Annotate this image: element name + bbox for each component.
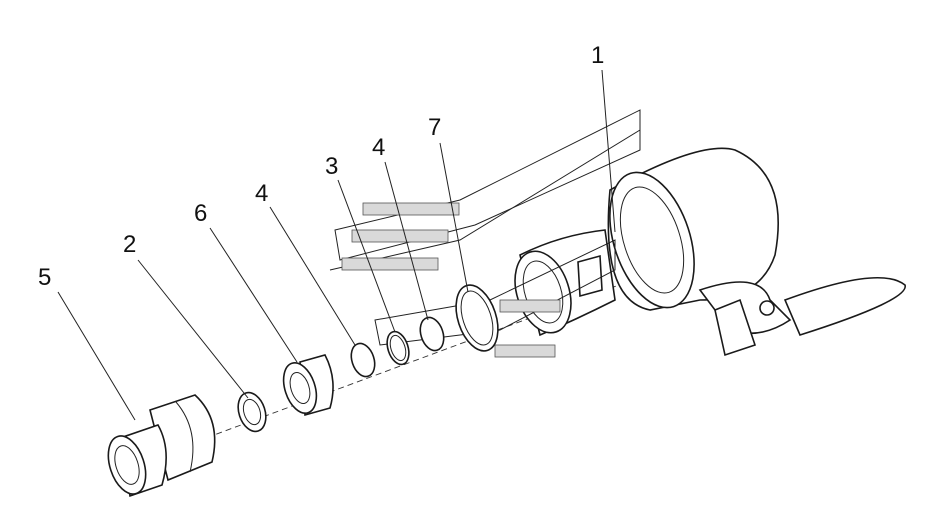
part-6-bushing <box>282 354 334 417</box>
spout-inner <box>522 260 564 324</box>
shade-bar-1 <box>362 202 460 216</box>
phantom-plane-upper <box>334 109 641 261</box>
callout-6: 6 <box>194 200 207 227</box>
callout-3: 3 <box>325 153 338 180</box>
callout-4b: 4 <box>372 134 385 161</box>
leader-6 <box>209 227 298 363</box>
washer-inner <box>242 398 262 426</box>
shade-bar-3 <box>341 257 439 271</box>
shade-bar-2 <box>351 229 449 243</box>
callout-1: 1 <box>591 42 604 69</box>
housing-front-face <box>609 171 695 309</box>
callout-4a: 4 <box>255 180 268 207</box>
housing-inner-ring <box>619 186 685 294</box>
part-4-disc-right <box>419 316 445 352</box>
leader-4b <box>384 161 429 321</box>
fitting-face <box>107 435 147 495</box>
part-2-washer <box>237 391 267 433</box>
disc-4b <box>419 316 445 352</box>
bushing-bore <box>289 372 311 404</box>
washer-outer <box>237 391 267 433</box>
leader-3 <box>337 179 396 333</box>
callouts: 5 2 6 4 3 4 7 1 <box>38 42 604 291</box>
housing-lever <box>783 276 906 336</box>
leader-lines <box>57 69 616 421</box>
leader-2 <box>137 259 249 399</box>
housing-latch <box>714 298 757 357</box>
ring-3-outer <box>386 330 410 366</box>
leader-1 <box>601 69 616 233</box>
shade-bar-4 <box>499 299 561 313</box>
leader-7 <box>439 142 469 293</box>
callout-2: 2 <box>123 231 136 258</box>
hex-facet-line <box>175 401 194 473</box>
fitting-bore <box>114 445 140 485</box>
part-1-housing <box>514 147 906 357</box>
ring-3-inner <box>389 334 407 362</box>
callout-7: 7 <box>428 114 441 141</box>
leader-4a <box>269 206 356 346</box>
leader-5 <box>57 291 136 421</box>
shade-bar-5 <box>494 344 556 358</box>
disc-4a <box>350 342 376 378</box>
part-4-disc-left <box>350 342 376 378</box>
part-3-ring <box>386 330 410 366</box>
spout-tab <box>577 254 603 298</box>
callout-5: 5 <box>38 264 51 291</box>
housing-pivot <box>759 300 775 316</box>
part-5-fitting <box>107 394 216 498</box>
